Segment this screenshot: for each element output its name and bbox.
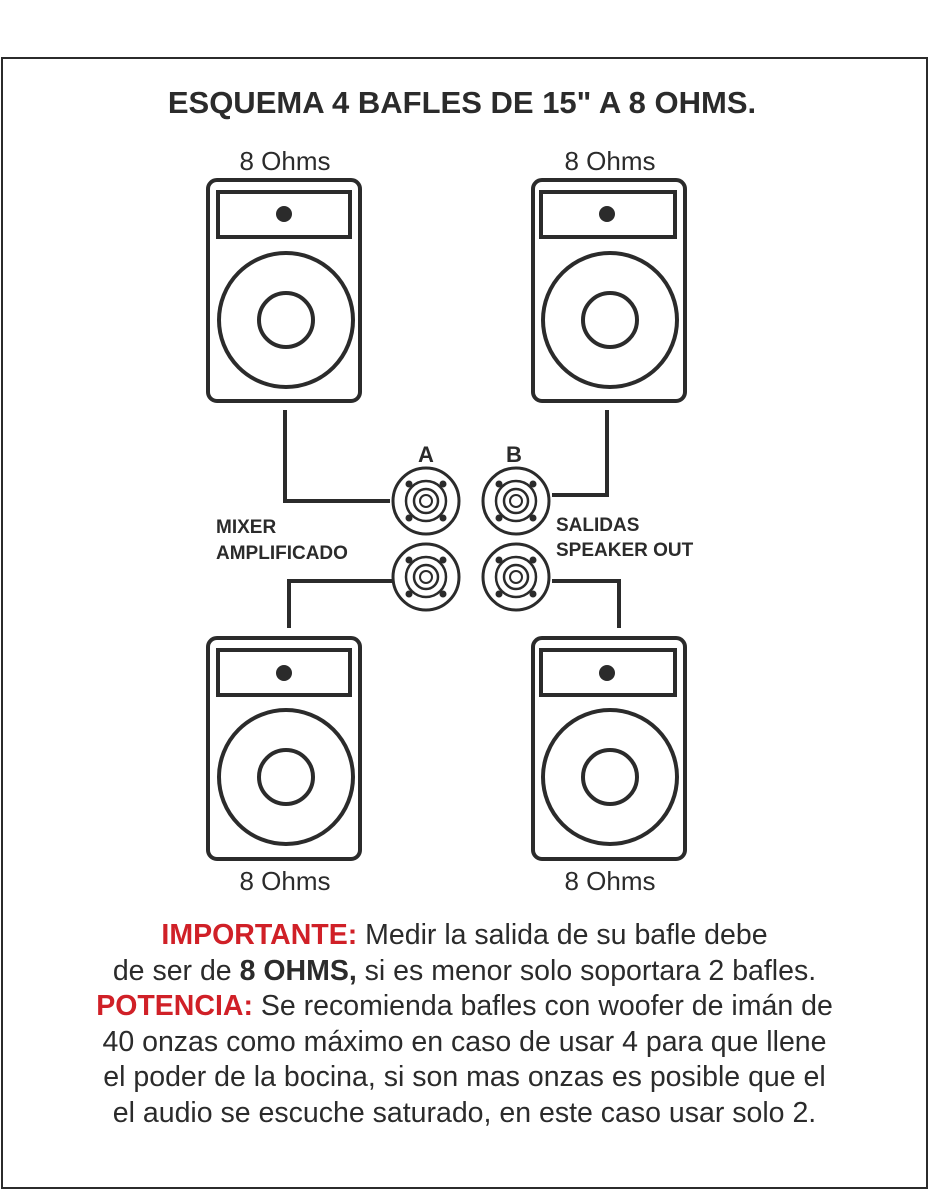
important-label: IMPORTANTE: (161, 919, 358, 951)
woofer-icon (541, 251, 679, 389)
power-text-1: Se recomienda bafles con woofer de imán … (252, 990, 833, 1022)
speaker-bottom-right (531, 636, 687, 861)
woofer-icon (217, 708, 355, 846)
important-text-2c: si es menor solo soportara 2 bafles. (356, 954, 817, 987)
connector-a-bottom (391, 542, 461, 612)
speaker-top-right (531, 178, 687, 403)
woofer-icon (541, 708, 679, 846)
outer-border (1, 57, 928, 1189)
outputs-label-line1: SALIDAS (556, 515, 639, 536)
speaker-bottom-right-label: 8 Ohms (564, 866, 655, 896)
speaker-bottom-left (206, 636, 362, 861)
speaker-top-left-label: 8 Ohms (239, 146, 330, 176)
important-note: IMPORTANTE: Medir la salida de su bafle … (30, 918, 899, 1131)
note-line-2: de ser de 8 OHMS, si es menor solo sopor… (30, 954, 899, 990)
tweeter-icon (599, 206, 615, 222)
speaker-top-left (206, 178, 362, 403)
speaker-bottom-left-label: 8 Ohms (239, 866, 330, 896)
note-line-6: el audio se escuche saturado, en este ca… (112, 1096, 817, 1129)
mixer-label-line2: AMPLIFICADO (216, 543, 348, 564)
tweeter-icon (276, 206, 292, 222)
wire-top-left (283, 410, 390, 503)
note-line-4: 40 onzas como máximo en caso de usar 4 p… (102, 1025, 827, 1058)
important-text-1: Medir la salida de su bafle debe (357, 919, 768, 951)
power-label: POTENCIA: (96, 990, 253, 1022)
connector-a-label: A (418, 442, 434, 467)
important-text-2b: 8 OHMS, (239, 954, 357, 987)
note-line-5: el poder de la bocina, si son mas onzas … (103, 1061, 826, 1093)
speaker-top-right-label: 8 Ohms (564, 146, 655, 176)
wire-top-right (552, 410, 609, 497)
wire-bottom-left (287, 579, 392, 628)
diagram-title: ESQUEMA 4 BAFLES DE 15" A 8 OHMS. (168, 85, 756, 120)
connector-b-label: B (506, 442, 522, 467)
connector-a-top (391, 466, 461, 536)
mixer-label-line1: MIXER (216, 517, 276, 538)
wire-bottom-right (552, 579, 621, 628)
outputs-label-line2: SPEAKER OUT (556, 540, 694, 561)
speaker-wires (283, 410, 621, 628)
connector-b-top (481, 466, 551, 536)
connector-b-bottom (481, 542, 551, 612)
tweeter-icon (276, 665, 292, 681)
woofer-icon (217, 251, 355, 389)
note-line-3: POTENCIA: Se recomienda bafles con woofe… (30, 989, 899, 1025)
important-text-2a: de ser de (112, 954, 240, 987)
tweeter-icon (599, 665, 615, 681)
note-line-1: IMPORTANTE: Medir la salida de su bafle … (30, 918, 899, 954)
